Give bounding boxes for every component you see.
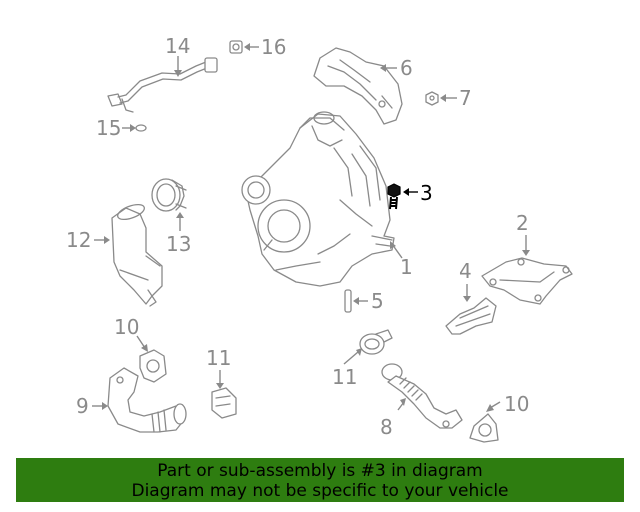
callout-1: 1 [400,255,413,279]
part-3-bolt-highlighted [387,183,401,210]
callout-5: 5 [371,289,384,313]
banner-line-1: Part or sub-assembly is #3 in diagram [157,461,483,481]
part-10-gasket-right [469,413,499,443]
callout-2: 2 [516,211,529,235]
callout-4: 4 [459,259,472,283]
part-9-downpipe [107,367,187,433]
part-7-bolt [425,91,439,106]
callout-16: 16 [261,35,286,59]
part-11-clamp-middle [359,329,393,355]
callout-9: 9 [76,394,89,418]
part-16-plug [229,40,243,54]
callout-8: 8 [380,415,393,439]
callout-12: 12 [66,228,91,252]
callout-11a: 11 [206,346,231,370]
part-13-v-band-clamp [151,178,187,212]
callout-14: 14 [165,34,190,58]
part-2-bracket [481,257,573,305]
part-11-clamp-left [211,387,237,419]
callout-7: 7 [459,86,472,110]
callout-11b: 11 [332,365,357,389]
callout-3: 3 [420,181,433,205]
part-10-gasket-left [139,349,167,383]
part-1-turbocharger [241,111,395,287]
part-14-oil-feed-tube [107,57,218,113]
part-6-heat-shield [313,47,403,125]
callout-10a: 10 [114,315,139,339]
callout-13: 13 [166,232,191,256]
parts-diagram: 14 16 15 6 7 1 [66,34,573,443]
callout-10b: 10 [504,392,529,416]
callout-6: 6 [400,56,413,80]
part-4-shield [445,297,497,335]
part-8-exhaust-tube [381,363,463,429]
part-12-inlet-pipe [111,203,163,307]
callout-15: 15 [96,116,121,140]
info-banner: Part or sub-assembly is #3 in diagram Di… [16,458,624,502]
part-5-stud [344,289,352,313]
part-15-o-ring [135,124,147,132]
banner-line-2: Diagram may not be specific to your vehi… [131,481,509,501]
